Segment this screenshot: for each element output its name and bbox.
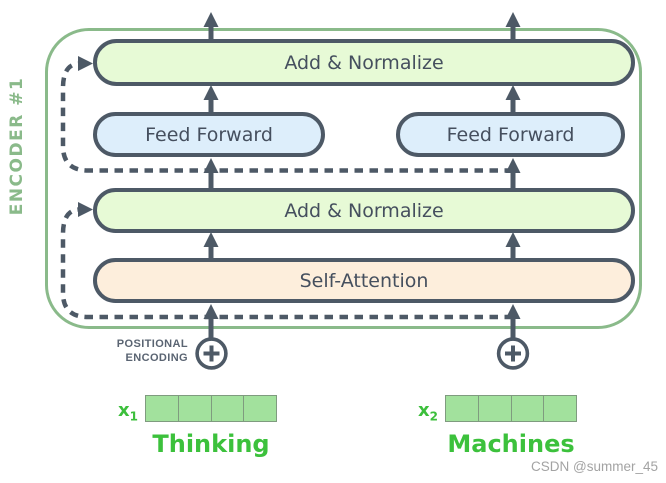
x1-subscript: 1 (129, 409, 138, 424)
vector-cell (212, 396, 245, 421)
vector-cell (179, 396, 212, 421)
positional-add-icon (496, 337, 530, 370)
embedding-vector-2 (445, 395, 577, 422)
positional-encoding-line1: POSITIONAL (116, 338, 188, 350)
add-normalize-bottom-label: Add & Normalize (284, 199, 444, 222)
vector-cell (244, 396, 276, 421)
feed-forward-left-label: Feed Forward (145, 123, 273, 146)
input-word-2: Machines (447, 430, 575, 458)
add-normalize-top-label: Add & Normalize (284, 51, 444, 74)
input-vector-label-x2: x2 (404, 397, 438, 431)
input-vector-label-x1: x1 (104, 397, 138, 431)
x1-base: x (118, 400, 130, 421)
positional-encoding-label: POSITIONAL ENCODING (78, 337, 188, 365)
vector-cell (544, 396, 576, 421)
vector-cell (446, 396, 479, 421)
self-attention-box: Self-Attention (93, 258, 635, 303)
vector-cell (479, 396, 512, 421)
feed-forward-left-box: Feed Forward (93, 112, 325, 157)
positional-add-icon (195, 337, 228, 370)
input-word-1: Thinking (152, 430, 270, 458)
feed-forward-right-box: Feed Forward (396, 112, 625, 157)
encoder-title: ENCODER #1 (7, 76, 27, 216)
feed-forward-right-label: Feed Forward (446, 123, 575, 146)
watermark-text: CSDN @summer_45 (531, 459, 658, 474)
vector-cell (512, 396, 545, 421)
add-normalize-top-box: Add & Normalize (93, 39, 635, 86)
self-attention-label: Self-Attention (299, 269, 429, 292)
x2-subscript: 2 (429, 409, 438, 424)
positional-encoding-line2: ENCODING (125, 352, 188, 364)
vector-cell (146, 396, 179, 421)
x2-base: x (418, 400, 430, 421)
add-normalize-bottom-box: Add & Normalize (93, 188, 635, 233)
embedding-vector-1 (145, 395, 277, 422)
encoder-boundary (45, 28, 642, 329)
